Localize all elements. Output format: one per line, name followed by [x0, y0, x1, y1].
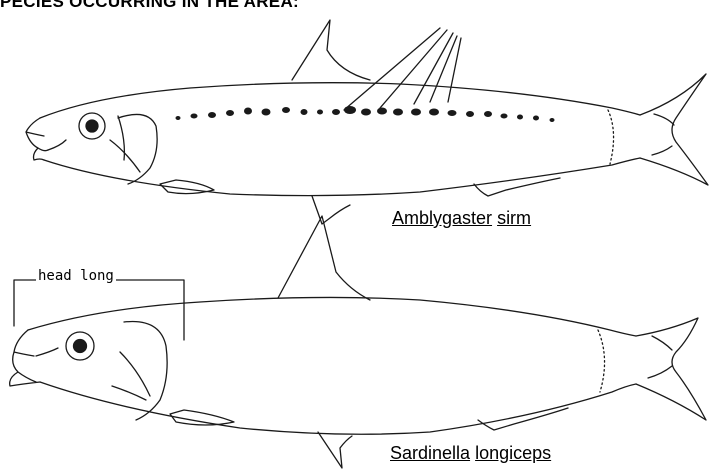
- head-long-label: head long: [36, 268, 116, 284]
- caption-amblygaster: Amblygaster sirm: [392, 208, 531, 229]
- sardinella-illustration: [10, 216, 706, 468]
- species-label: longiceps: [475, 443, 551, 463]
- genus-label: Amblygaster: [392, 208, 492, 228]
- species-label: sirm: [497, 208, 531, 228]
- caption-sardinella: Sardinella longiceps: [390, 443, 551, 464]
- amblygaster-illustration: [26, 20, 708, 224]
- lateral-spots: [176, 106, 555, 122]
- genus-label: Sardinella: [390, 443, 470, 463]
